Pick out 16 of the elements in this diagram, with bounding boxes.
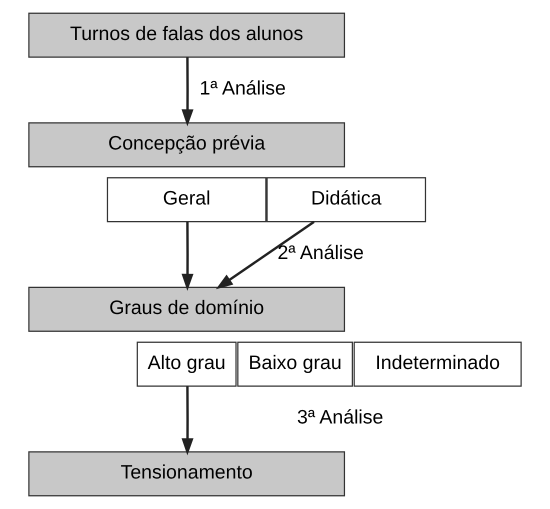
node-box: Didática (266, 177, 426, 222)
arrow (182, 222, 194, 291)
node-box: Geral (106, 177, 266, 222)
arrow (216, 220, 315, 290)
node-box: Indeterminado (354, 342, 522, 387)
label: 1ª Análise (200, 78, 286, 100)
label: 3ª Análise (297, 406, 384, 429)
node-box: Tensionamento (28, 451, 346, 496)
node-box: Alto grau (136, 342, 237, 387)
node-box: Graus de domínio (28, 286, 346, 332)
node-box: Turnos de falas dos alunos (28, 12, 346, 58)
arrow (182, 386, 194, 456)
node-box: Concepção prévia (28, 122, 346, 168)
node-box: Baixo grau (237, 342, 353, 387)
arrow (182, 57, 194, 126)
label: 2ª Análise (278, 242, 364, 264)
